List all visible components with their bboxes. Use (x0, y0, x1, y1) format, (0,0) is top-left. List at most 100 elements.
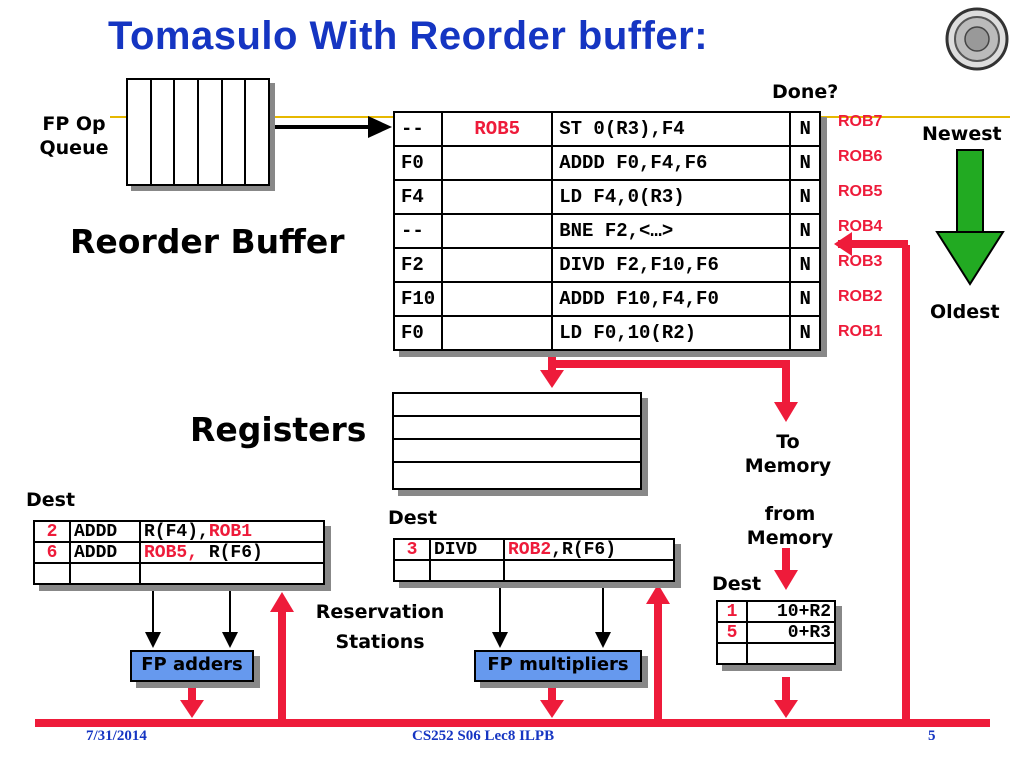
rob-dest: F2 (392, 247, 444, 283)
footer-page-number: 5 (928, 728, 936, 744)
rob-instruction: LD F0,10(R2) (551, 315, 792, 351)
reservation-line1: Reservation (315, 601, 445, 623)
rs-src2: ROB1 (208, 521, 253, 542)
rs-op (69, 562, 141, 585)
to-memory-label: To Memory (738, 430, 838, 478)
rob-instruction: ST 0(R3),F4 (551, 111, 792, 147)
load-address: 0+R3 (746, 621, 836, 644)
rs-dest: 2 (33, 520, 71, 543)
load-address (746, 642, 836, 665)
adder-rs-row (33, 562, 325, 585)
rs-op: DIVD (429, 538, 505, 561)
rs-operands (503, 559, 675, 582)
rob-done: N (789, 111, 822, 147)
rs-dest (393, 559, 431, 582)
rob-done: N (789, 247, 822, 283)
newest-label: Newest (922, 123, 1002, 145)
done-header: Done? (772, 81, 839, 103)
rob-entry: F4 LD F4,0(R3)N (392, 179, 822, 215)
rob-value (441, 281, 554, 317)
rs-dest: 6 (33, 541, 71, 564)
rob-done: N (789, 179, 822, 215)
rs-to-fu-arrows (145, 580, 611, 648)
reservation-line2: Stations (335, 631, 425, 653)
mem-rs-row (716, 642, 836, 665)
rob-tag: ROB6 (838, 148, 883, 165)
queue-to-rob-arrow (275, 116, 392, 138)
from-memory-line2: Memory (746, 527, 834, 549)
rob-dest: -- (392, 111, 444, 147)
common-data-bus (35, 232, 990, 727)
dest-label-mult: Dest (388, 507, 438, 529)
university-seal-logo (945, 7, 1009, 71)
load-dest: 1 (716, 600, 748, 623)
registers-label: Registers (190, 410, 367, 449)
rob-value (441, 247, 554, 283)
load-address: 10+R2 (746, 600, 836, 623)
rob-tag: ROB7 (838, 113, 883, 130)
rob-value (441, 145, 554, 181)
dest-label-mem: Dest (712, 573, 762, 595)
rs-op: ADDD (69, 541, 141, 564)
rob-dest: F0 (392, 145, 444, 181)
from-memory-line1: from (764, 503, 816, 525)
dest-label-adders: Dest (26, 489, 76, 511)
fp-op-queue-label-line1: FP Op (42, 113, 106, 135)
to-memory-line1: To (776, 431, 800, 453)
footer-course: CS252 S06 Lec8 ILPB (412, 728, 555, 744)
rob-tag: ROB2 (838, 288, 883, 305)
register-file (392, 392, 642, 490)
from-memory-label: from Memory (740, 502, 840, 550)
rob-done: N (789, 213, 822, 249)
slide-title: Tomasulo With Reorder buffer: (108, 14, 709, 58)
rs-operands: R(F4),ROB1 (139, 520, 325, 543)
rob-instruction: LD F4,0(R3) (551, 179, 792, 215)
load-dest: 5 (716, 621, 748, 644)
rs-op (429, 559, 505, 582)
rob-tag: ROB3 (838, 253, 883, 270)
reservation-stations-label: Reservation Stations (300, 600, 460, 654)
reorder-buffer-label: Reorder Buffer (70, 222, 345, 261)
rob-instruction: DIVD F2,F10,F6 (551, 247, 792, 283)
oldest-label: Oldest (930, 301, 1000, 323)
rob-instruction: ADDD F0,F4,F6 (551, 145, 792, 181)
rob-done: N (789, 315, 822, 351)
rob-value (441, 315, 554, 351)
rob-done: N (789, 145, 822, 181)
rs-src1: R(F4), (144, 521, 209, 542)
load-dest (716, 642, 748, 665)
rs-operands: ROB2,R(F6) (503, 538, 675, 561)
rob-dest: F10 (392, 281, 444, 317)
rob-done: N (789, 281, 822, 317)
to-memory-line2: Memory (744, 455, 832, 477)
rob-dest: F0 (392, 315, 444, 351)
rob-tag: ROB4 (838, 218, 883, 235)
rob-tag: ROB1 (838, 323, 883, 340)
rs-src2: ,R(F6) (551, 539, 617, 560)
rob-dest: F4 (392, 179, 444, 215)
rob-instruction: ADDD F10,F4,F0 (551, 281, 792, 317)
fp-op-queue-label-line2: Queue (39, 137, 109, 159)
fp-op-queue (126, 78, 270, 186)
rs-dest (33, 562, 71, 585)
rs-src1: ROB2 (508, 539, 552, 560)
rs-src1: ROB5, (144, 542, 199, 563)
rob-value: ROB5 (441, 111, 554, 147)
mult-rs-row (393, 559, 675, 582)
rs-src2: R(F6) (208, 542, 263, 563)
rob-dest: -- (392, 213, 444, 249)
rs-dest: 3 (393, 538, 431, 561)
